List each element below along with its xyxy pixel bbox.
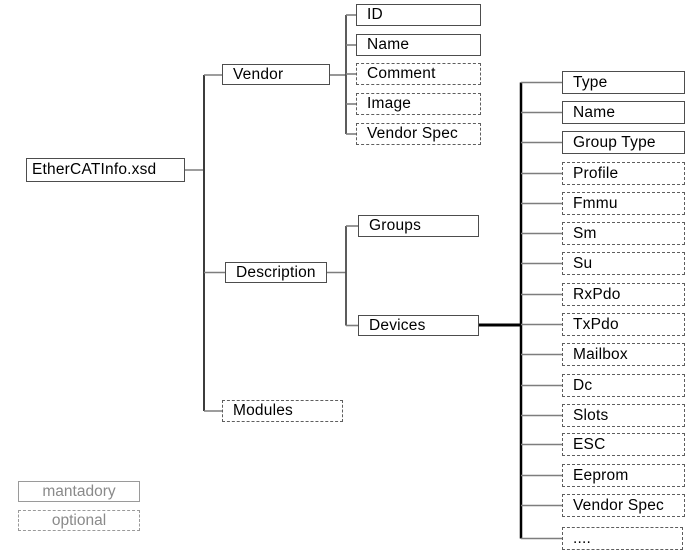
legend-mandatory: mantadory [18, 481, 140, 502]
node-device-name: Name [562, 101, 685, 124]
node-device-rxpdo: RxPdo [562, 283, 685, 306]
node-devices: Devices [358, 315, 479, 336]
node-device-sm: Sm [562, 222, 685, 245]
node-device-dc: Dc [562, 374, 685, 397]
node-vendor-vendor-spec: Vendor Spec [356, 123, 481, 145]
node-device-type: Type [562, 71, 685, 94]
node-modules: Modules [222, 400, 343, 422]
node-vendor-image: Image [356, 93, 481, 115]
node-device-eeprom: Eeprom [562, 464, 685, 487]
node-vendor: Vendor [222, 64, 330, 85]
node-device-ellipsis: .... [562, 527, 683, 550]
node-vendor-id: ID [356, 4, 481, 26]
node-vendor-comment: Comment [356, 63, 481, 85]
node-device-profile: Profile [562, 162, 685, 185]
node-description: Description [225, 262, 327, 283]
node-device-fmmu: Fmmu [562, 192, 685, 215]
node-groups: Groups [358, 215, 479, 237]
node-vendor-name: Name [356, 34, 481, 56]
node-device-su: Su [562, 252, 685, 275]
node-device-group-type: Group Type [562, 131, 685, 154]
node-device-mailbox: Mailbox [562, 343, 685, 366]
node-device-txpdo: TxPdo [562, 313, 685, 336]
node-device-slots: Slots [562, 404, 685, 427]
node-device-vendor-spec: Vendor Spec [562, 494, 685, 517]
legend-optional: optional [18, 510, 140, 531]
node-device-esc: ESC [562, 433, 685, 456]
node-ethercatinfo-xsd: EtherCATInfo.xsd [26, 158, 185, 182]
